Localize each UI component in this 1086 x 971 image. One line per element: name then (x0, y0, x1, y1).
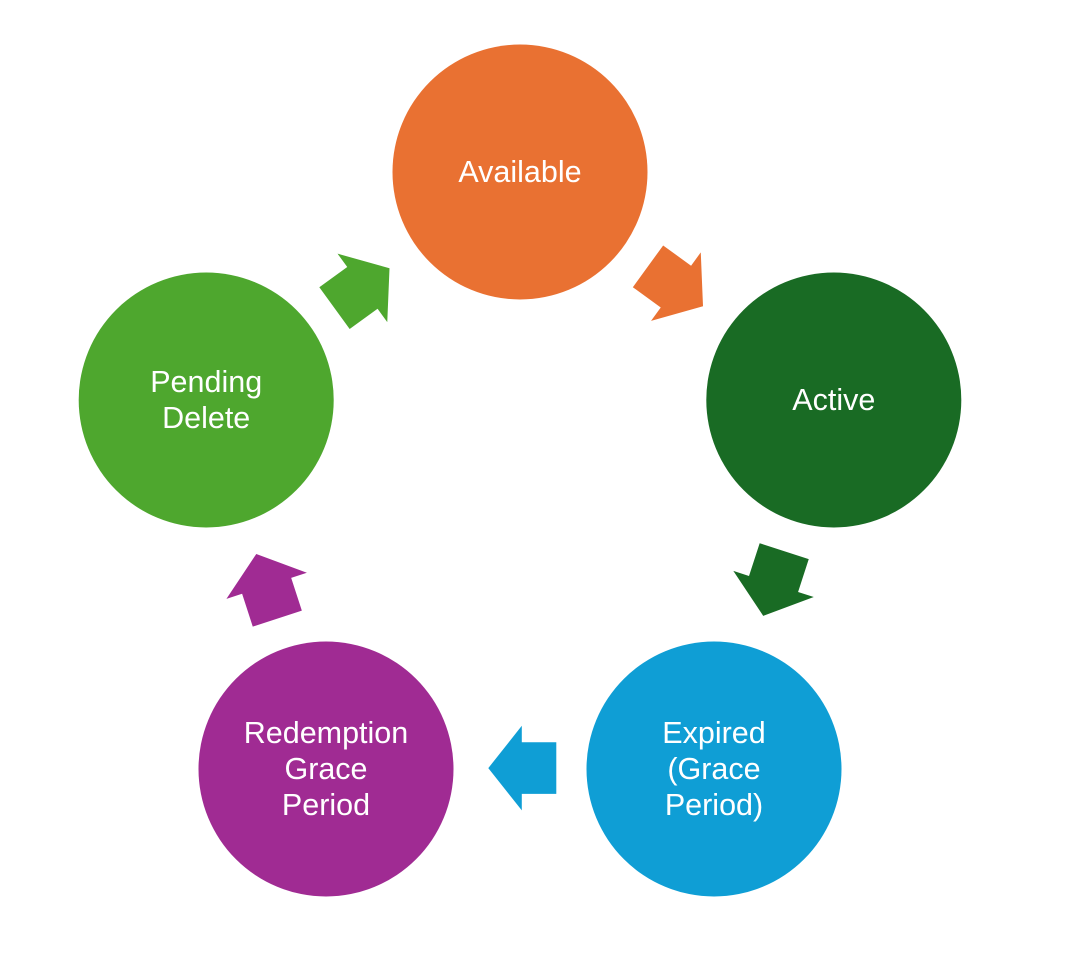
svg-text:(Grace: (Grace (667, 752, 760, 786)
svg-text:Grace: Grace (284, 752, 367, 786)
svg-text:Period): Period) (665, 788, 763, 822)
svg-text:Delete: Delete (162, 401, 250, 435)
svg-text:Pending: Pending (150, 365, 262, 399)
svg-text:Redemption: Redemption (244, 716, 408, 750)
svg-text:Period: Period (282, 788, 370, 822)
svg-text:Expired: Expired (662, 716, 765, 750)
svg-text:Available: Available (458, 155, 581, 189)
svg-text:Active: Active (792, 383, 875, 417)
